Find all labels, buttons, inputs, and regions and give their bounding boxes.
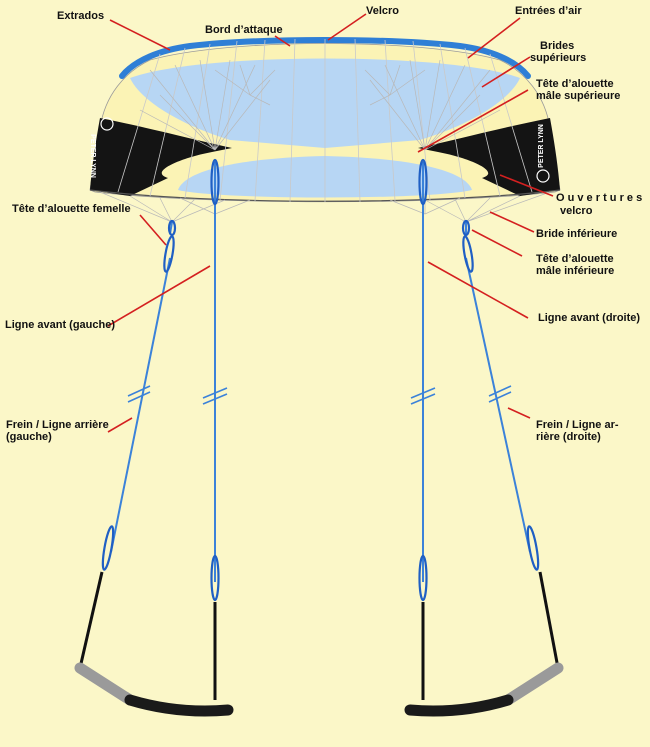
label-extrados: Extrados (57, 10, 105, 22)
brake-line-right (465, 257, 531, 553)
handle-right (404, 662, 564, 717)
label-ligne-avant-gauche: Ligne avant (gauche) (5, 319, 116, 331)
loop-brake-right-top (462, 235, 474, 273)
handle-straps (78, 571, 560, 700)
label-tete-male-sup-1: Tête d’alouette (536, 78, 614, 90)
label-brides-sup-1: Brides (540, 40, 575, 52)
loop-female-left (167, 219, 177, 237)
upper-bridles (139, 59, 501, 151)
brand-text-left: PETER LYNN (88, 134, 96, 178)
brand-text-right: PETER LYNN (537, 124, 545, 168)
loop-front-left-top (210, 158, 220, 206)
label-tete-femelle: Tête d’alouette femelle (12, 203, 131, 215)
label-entrees-air: Entrées d’air (515, 5, 582, 17)
label-frein-gauche-1: Frein / Ligne arrière (6, 419, 109, 431)
label-bord-attaque: Bord d’attaque (205, 24, 283, 36)
loop-brake-right-bottom (526, 525, 540, 571)
loop-male-lower-right (461, 219, 471, 237)
label-ouvertures-1: O u v e r t u r e s (556, 192, 643, 204)
label-tete-male-sup-2: mâle supérieure (536, 90, 621, 102)
label-frein-droite-2: rière (droite) (536, 431, 601, 443)
loop-brake-left-top (163, 235, 175, 273)
label-frein-gauche-2: (gauche) (6, 431, 52, 443)
loop-brake-left-bottom (101, 525, 115, 571)
kite-canopy (89, 37, 561, 223)
label-ouvertures-2: velcro (560, 205, 593, 217)
label-pointers (107, 13, 554, 433)
brand-logo-left (100, 117, 114, 131)
loop-front-left-bottom (210, 554, 220, 602)
handle-left (74, 662, 234, 717)
brand-logo-right (536, 169, 550, 183)
wingtip-right (418, 118, 560, 196)
label-bride-inf: Bride inférieure (536, 228, 618, 240)
label-brides-sup-2: supérieurs (530, 52, 587, 64)
label-frein-droite-1: Frein / Ligne ar- (536, 419, 619, 431)
label-ligne-avant-droite: Ligne avant (droite) (538, 312, 641, 324)
larks-head-loops (101, 158, 540, 602)
label-tete-male-inf-1: Tête d’alouette (536, 253, 614, 265)
flying-lines (110, 162, 531, 582)
loop-front-right-bottom (418, 554, 428, 602)
line-break-marks (127, 385, 512, 405)
wingtip-left (90, 118, 232, 196)
loop-front-right-top (418, 158, 428, 206)
canopy-ribs (117, 38, 533, 203)
brake-line-left (110, 257, 171, 553)
label-velcro: Velcro (366, 5, 400, 17)
label-tete-male-inf-2: mâle inférieure (536, 265, 615, 277)
